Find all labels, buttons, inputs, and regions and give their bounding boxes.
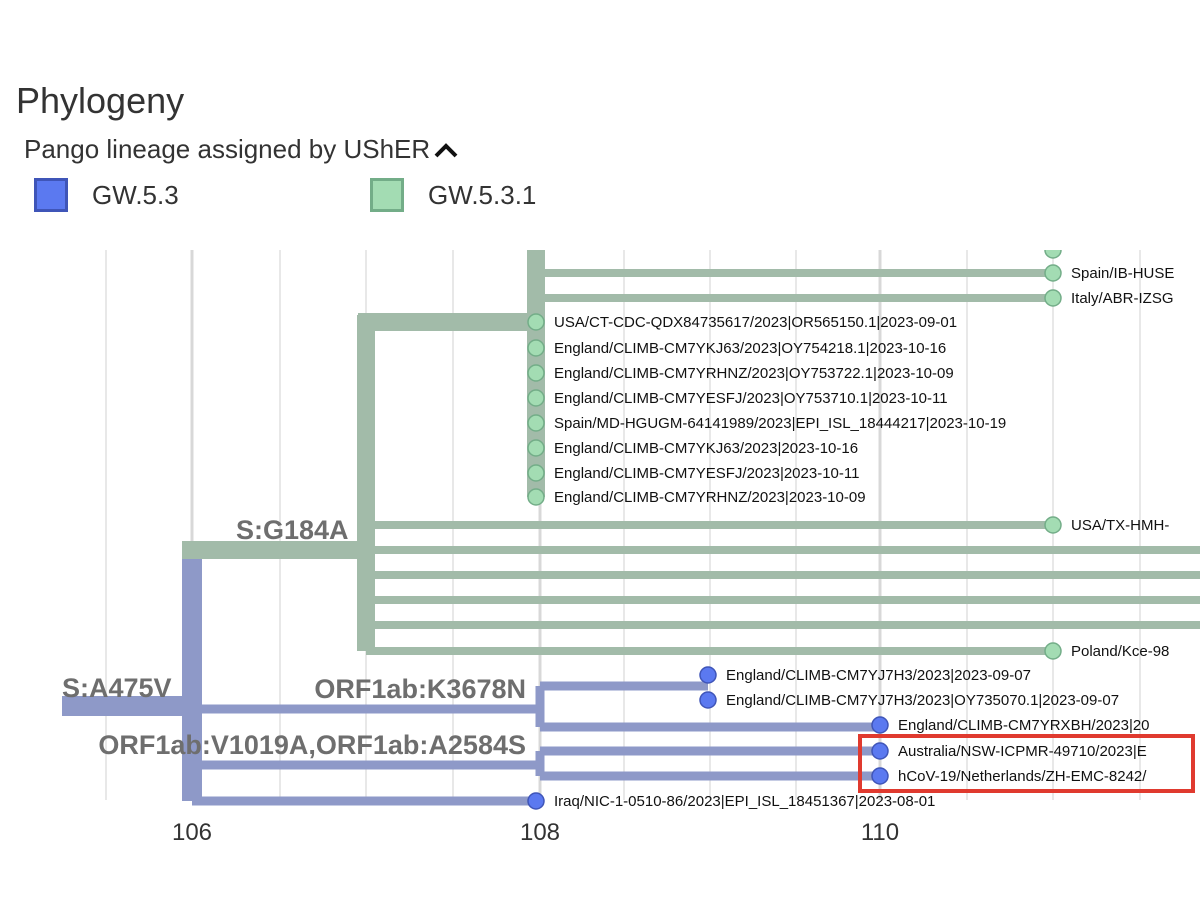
x-axis: 106 108 110	[172, 819, 899, 846]
tip-label: Italy/ABR-IZSG	[1071, 290, 1174, 307]
tip-label: England/CLIMB-CM7YRHNZ/2023|2023-10-09	[554, 489, 866, 506]
tip-node-gw53	[699, 691, 717, 709]
legend-item-gw531[interactable]: GW.5.3.1	[370, 178, 536, 212]
tip-label: England/CLIMB-CM7YJ7H3/2023|OY735070.1|2…	[726, 692, 1119, 709]
tip-label: Australia/NSW-ICPMR-49710/2023|E	[898, 743, 1147, 760]
tip-node-gw531	[527, 464, 545, 482]
axis-tick-label: 108	[520, 819, 560, 846]
phylogeny-tree[interactable]: Spain/IB-HUSE Italy/ABR-IZSG USA/CT-CDC-QD…	[0, 250, 1200, 911]
tip-node-gw53	[527, 792, 545, 810]
tip-label: England/CLIMB-CM7YKJ63/2023|2023-10-16	[554, 440, 858, 457]
tip-node-gw531	[1044, 516, 1062, 534]
tip-node-gw531	[527, 364, 545, 382]
mutation-label-s-a475v: S:A475V	[62, 673, 172, 703]
tree-branches	[62, 250, 1200, 806]
tip-node-gw531	[527, 414, 545, 432]
tip-node-gw531	[527, 439, 545, 457]
tip-node-gw531	[1044, 289, 1062, 307]
legend-swatch-gw531	[370, 178, 404, 212]
tip-node-gw53	[699, 666, 717, 684]
tip-node-gw53	[871, 767, 889, 785]
tip-node-gw531	[527, 389, 545, 407]
tip-label: USA/CT-CDC-QDX84735617/2023|OR565150.1|2…	[554, 314, 957, 331]
mutation-label-s-g184a: S:G184A	[236, 515, 349, 545]
legend-label-gw531: GW.5.3.1	[428, 179, 537, 210]
tip-node-gw531	[527, 488, 545, 506]
chevron-up-icon	[434, 142, 458, 157]
tip-node-gw531	[1044, 642, 1062, 660]
tree-tips: Spain/IB-HUSE Italy/ABR-IZSG USA/CT-CDC-QD…	[527, 250, 1174, 810]
legend-label-gw53: GW.5.3	[92, 179, 179, 210]
tip-label: Poland/Kce-98	[1071, 643, 1169, 660]
axis-tick-label: 110	[861, 819, 899, 846]
mutation-label-orf1ab-k3678n: ORF1ab:K3678N	[314, 674, 526, 704]
tip-node-gw531	[527, 313, 545, 331]
tip-node-gw53	[871, 716, 889, 734]
tip-node-gw531	[527, 339, 545, 357]
tip-node-gw531	[1044, 264, 1062, 282]
tip-label: England/CLIMB-CM7YRHNZ/2023|OY753722.1|2…	[554, 365, 954, 382]
tip-label: Iraq/NIC-1-0510-86/2023|EPI_ISL_18451367…	[554, 793, 935, 810]
panel-title: Phylogeny	[16, 80, 185, 121]
tip-label: USA/TX-HMH-	[1071, 517, 1169, 534]
color-by-label: Pango lineage assigned by UShER	[24, 134, 431, 164]
axis-tick-label: 106	[172, 819, 212, 846]
tip-label: England/CLIMB-CM7YJ7H3/2023|2023-09-07	[726, 667, 1031, 684]
tip-label: hCoV-19/Netherlands/ZH-EMC-8242/	[898, 768, 1147, 785]
tip-label: Spain/MD-HGUGM-64141989/2023|EPI_ISL_184…	[554, 415, 1006, 432]
tip-label: Spain/IB-HUSE	[1071, 265, 1174, 282]
tip-node-gw531	[1044, 250, 1062, 259]
legend-item-gw53[interactable]: GW.5.3	[34, 178, 179, 212]
highlight-box	[858, 734, 1195, 793]
mutation-label-orf1ab-v1019a-a2584s: ORF1ab:V1019A,ORF1ab:A2584S	[98, 730, 526, 760]
tip-label: England/CLIMB-CM7YESFJ/2023|OY753710.1|2…	[554, 390, 948, 407]
tip-node-gw53	[871, 742, 889, 760]
tip-label: England/CLIMB-CM7YESFJ/2023|2023-10-11	[554, 465, 859, 482]
color-by-toggle[interactable]: Pango lineage assigned by UShER	[24, 134, 460, 165]
tip-label: England/CLIMB-CM7YKJ63/2023|OY754218.1|2…	[554, 340, 946, 357]
legend-swatch-gw53	[34, 178, 68, 212]
mutation-labels: S:A475V S:G184A ORF1ab:K3678N ORF1ab:V1019A…	[62, 515, 526, 760]
tip-label: England/CLIMB-CM7YRXBH/2023|20	[898, 717, 1150, 734]
